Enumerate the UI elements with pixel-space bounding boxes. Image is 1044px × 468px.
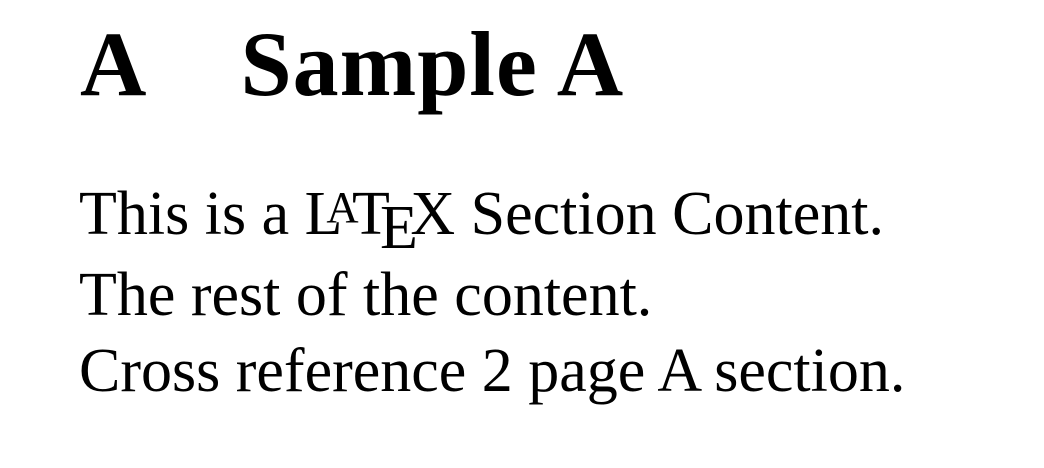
latex-logo-x: X xyxy=(410,180,456,248)
content-line-1: This is a LATEX Section Content. xyxy=(79,176,905,262)
latex-logo-l: L xyxy=(304,180,343,248)
section-heading: A Sample A xyxy=(80,13,625,115)
latex-logo: LATEX xyxy=(304,176,456,262)
latex-logo-a: A xyxy=(326,182,359,233)
section-number: A xyxy=(80,13,147,115)
line1-suffix: Section Content. xyxy=(470,180,884,248)
latex-logo-t: T xyxy=(351,180,390,248)
latex-logo-e: E xyxy=(379,193,418,262)
content-line-3: Cross reference 2 page A section. xyxy=(79,337,906,405)
section-title: Sample A xyxy=(240,13,625,115)
content-line-2: The rest of the content. xyxy=(79,261,653,329)
section-body: This is a LATEX Section Content. The res… xyxy=(79,176,905,409)
line1-prefix: This is a xyxy=(79,180,290,248)
